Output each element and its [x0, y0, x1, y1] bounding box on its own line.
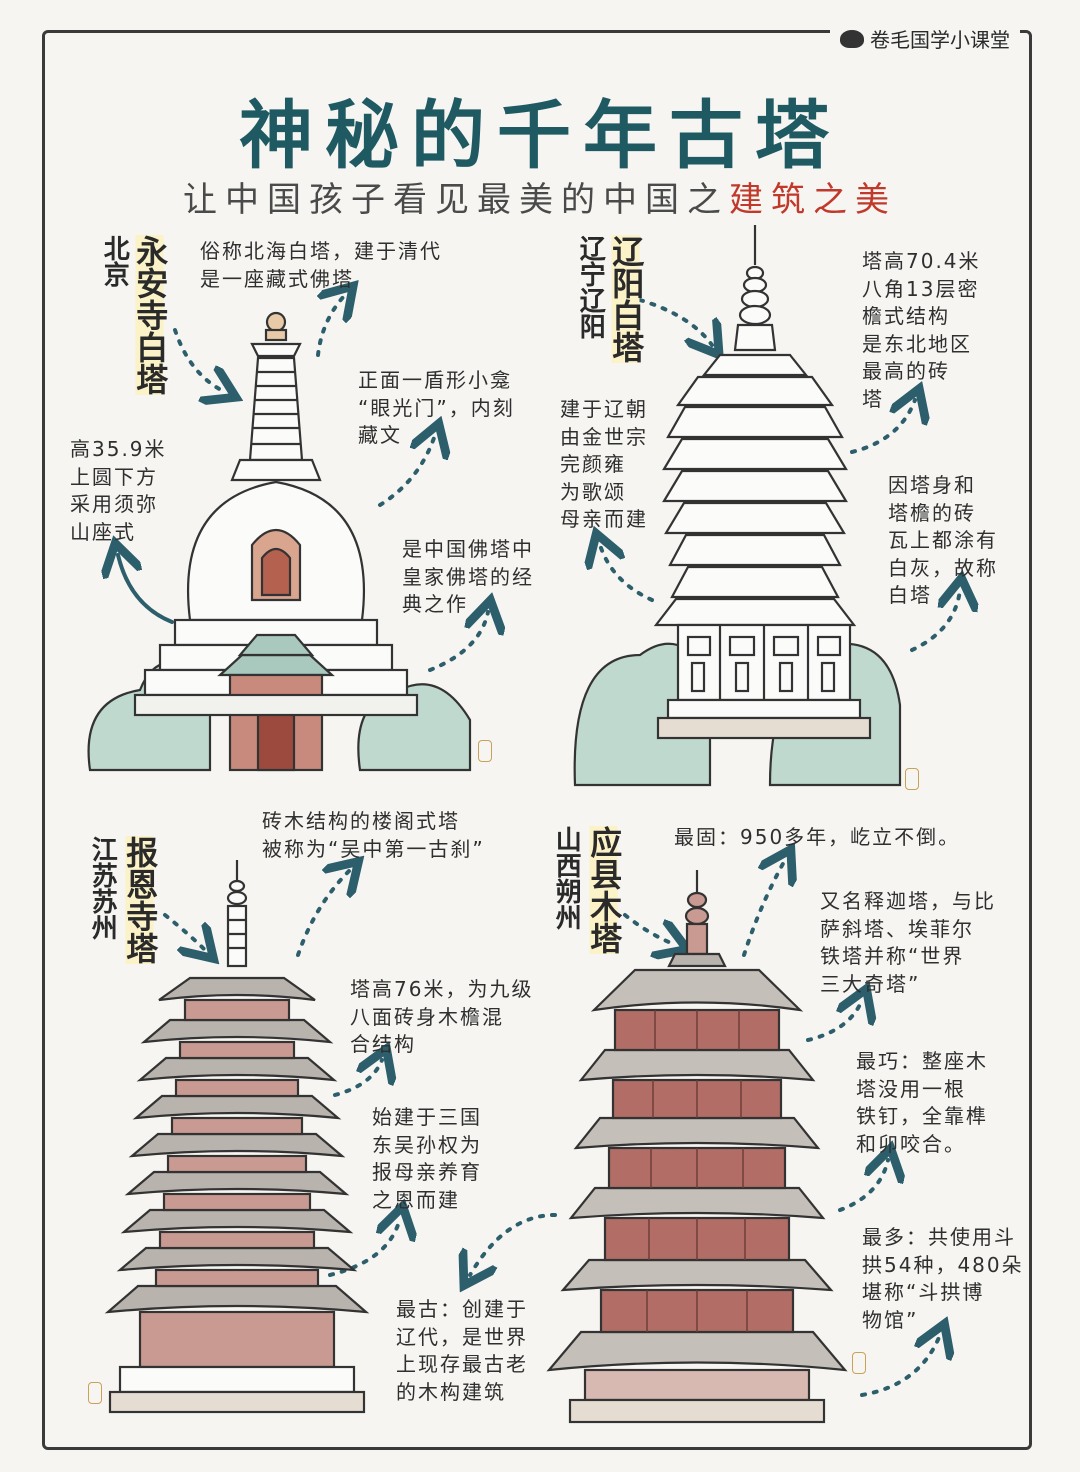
- seal-stamp: [905, 768, 919, 790]
- brand-text: 卷毛国学小课堂: [870, 28, 1010, 52]
- subtitle-main: 让中国孩子看见最美的中国之: [183, 180, 729, 220]
- note-liaoyang-bottom: 因塔身和 塔檐的砖 瓦上都涂有 白灰，故称 白塔: [888, 473, 998, 608]
- note-beijing-bottom: 是中国佛塔中 皇家佛塔的经 典之作: [402, 537, 534, 617]
- note-yingxian-top: 最固：950多年，屹立不倒。: [674, 825, 961, 849]
- brand-tag: 卷毛国学小课堂: [830, 22, 1020, 55]
- pagoda-illustration-beijing: [87, 311, 472, 772]
- pagoda-name-yingxian: 应县木塔: [585, 826, 624, 954]
- note-liaoyang-left: 建于辽朝 由金世宗 完颜雍 为歌颂 母亲而建: [560, 397, 648, 532]
- seal-stamp: [852, 1352, 866, 1374]
- page-subtitle: 让中国孩子看见最美的中国之建筑之美: [0, 172, 1080, 221]
- pagoda-illustration-liaoyang: [573, 225, 902, 787]
- note-beijing-mid: 正面一盾形小龛 “眼光门”，内刻 藏文: [358, 368, 515, 448]
- pagoda-name-liaoyang: 辽阳白塔: [607, 235, 646, 363]
- pagoda-name-yongan: 永安寺白塔: [131, 235, 170, 395]
- note-suzhou-mid: 塔高76米，为九级 八面砖身木檐混 合结构: [350, 977, 534, 1057]
- note-suzhou-bottom: 始建于三国 东吴孙权为 报母亲养育 之恩而建: [372, 1105, 482, 1212]
- seal-stamp: [478, 740, 492, 762]
- page-frame: [42, 30, 1032, 1450]
- page-title: 神秘的千年古塔: [239, 93, 841, 179]
- pagoda-illustration-yingxian: [546, 870, 848, 1424]
- location-shuozhou: 山西朔州: [551, 826, 582, 930]
- note-yingxian-bottom-left: 最古：创建于 辽代，是世界 上现存最古老 的木构建筑: [396, 1297, 528, 1404]
- location-beijing: 北京: [99, 235, 130, 287]
- note-yingxian-bottom-right: 最多：共使用斗 拱54种，480朵 堪称“斗拱博 物馆”: [862, 1225, 1024, 1332]
- pagoda-illustration-suzhou: [104, 860, 370, 1414]
- note-beijing-top: 俗称北海白塔，建于清代 是一座藏式佛塔: [200, 239, 442, 291]
- note-beijing-left: 高35.9米 上圆下方 采用须弥 山座式: [70, 437, 167, 544]
- note-liaoyang-top: 塔高70.4米 八角13层密 檐式结构 是东北地区 最高的砖 塔: [862, 249, 981, 411]
- location-liaoyang: 辽宁辽阳: [575, 235, 606, 339]
- mascot-logo-icon: [840, 29, 864, 48]
- note-yingxian-mid2: 最巧：整座木 塔没用一根 铁钉，全靠榫 和卯咬合。: [856, 1049, 988, 1156]
- subtitle-highlight: 建筑之美: [729, 180, 897, 220]
- seal-stamp: [88, 1382, 102, 1404]
- pagoda-name-baoen: 报恩寺塔: [121, 836, 160, 964]
- note-suzhou-top: 砖木结构的楼阁式塔 被称为“吴中第一古刹”: [262, 809, 485, 861]
- note-yingxian-mid1: 又名释迦塔，与比 萨斜塔、埃菲尔 铁塔并称“世界 三大奇塔”: [820, 889, 996, 996]
- location-suzhou: 江苏苏州: [87, 836, 118, 940]
